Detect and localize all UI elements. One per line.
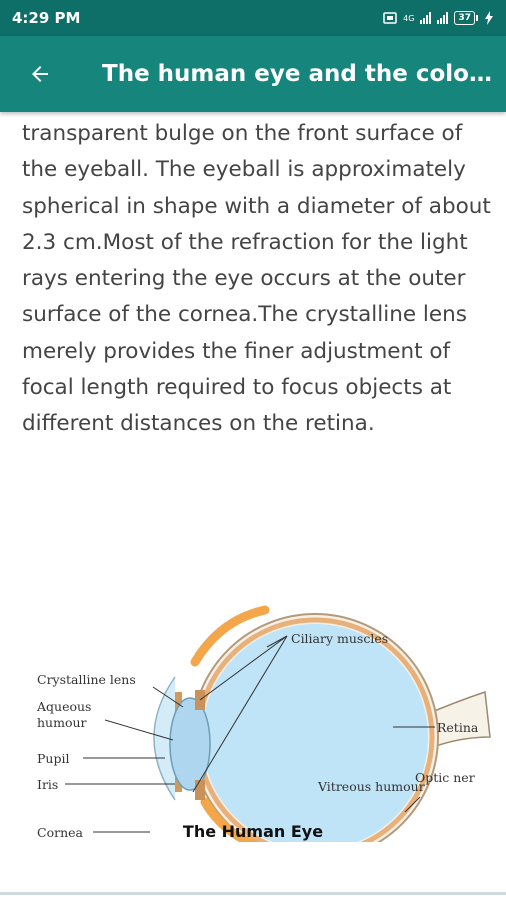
ciliary-lower [195, 780, 205, 800]
status-time: 4:29 PM [12, 9, 81, 27]
label-cornea: Cornea [37, 825, 84, 840]
article-content[interactable]: transparent bulge on the front surface o… [0, 112, 506, 900]
label-aqueous-1: Aqueous [36, 699, 91, 714]
crystalline-lens [169, 697, 211, 791]
label-iris: Iris [37, 777, 58, 792]
status-icons: 4G 37 [383, 11, 494, 25]
label-vitreous: Vitreous humour [317, 779, 425, 794]
label-optic: Optic ner [415, 770, 475, 785]
vibrate-icon [383, 12, 397, 24]
label-retina: Retina [437, 720, 479, 735]
label-lens: Crystalline lens [37, 672, 136, 687]
network-type: 4G [403, 13, 415, 23]
eye-diagram: Ciliary muscles Crystalline lens Aqueous… [25, 512, 495, 888]
cornea [153, 676, 176, 801]
charging-icon [485, 11, 493, 25]
status-bar: 4:29 PM 4G 37 [0, 0, 506, 36]
figure-caption: The Human Eye [182, 822, 324, 841]
back-arrow-icon [32, 66, 48, 82]
signal-icon-2 [437, 12, 449, 24]
label-ciliary: Ciliary muscles [291, 631, 388, 646]
bottom-divider [0, 892, 506, 895]
battery-icon: 37 [454, 11, 478, 25]
vitreous-label-layer: Vitreous humour [317, 779, 425, 794]
battery-level: 37 [458, 13, 471, 23]
upper-eyelid [190, 605, 270, 667]
app-bar: The human eye and the colou... [0, 36, 506, 112]
page-title: The human eye and the colou... [102, 61, 497, 87]
label-pupil: Pupil [37, 751, 69, 766]
signal-icon [420, 12, 432, 24]
label-aqueous-2: humour [37, 715, 87, 730]
back-button[interactable] [10, 36, 70, 112]
vitreous-humour [202, 624, 428, 850]
article-text: transparent bulge on the front surface o… [22, 121, 491, 437]
